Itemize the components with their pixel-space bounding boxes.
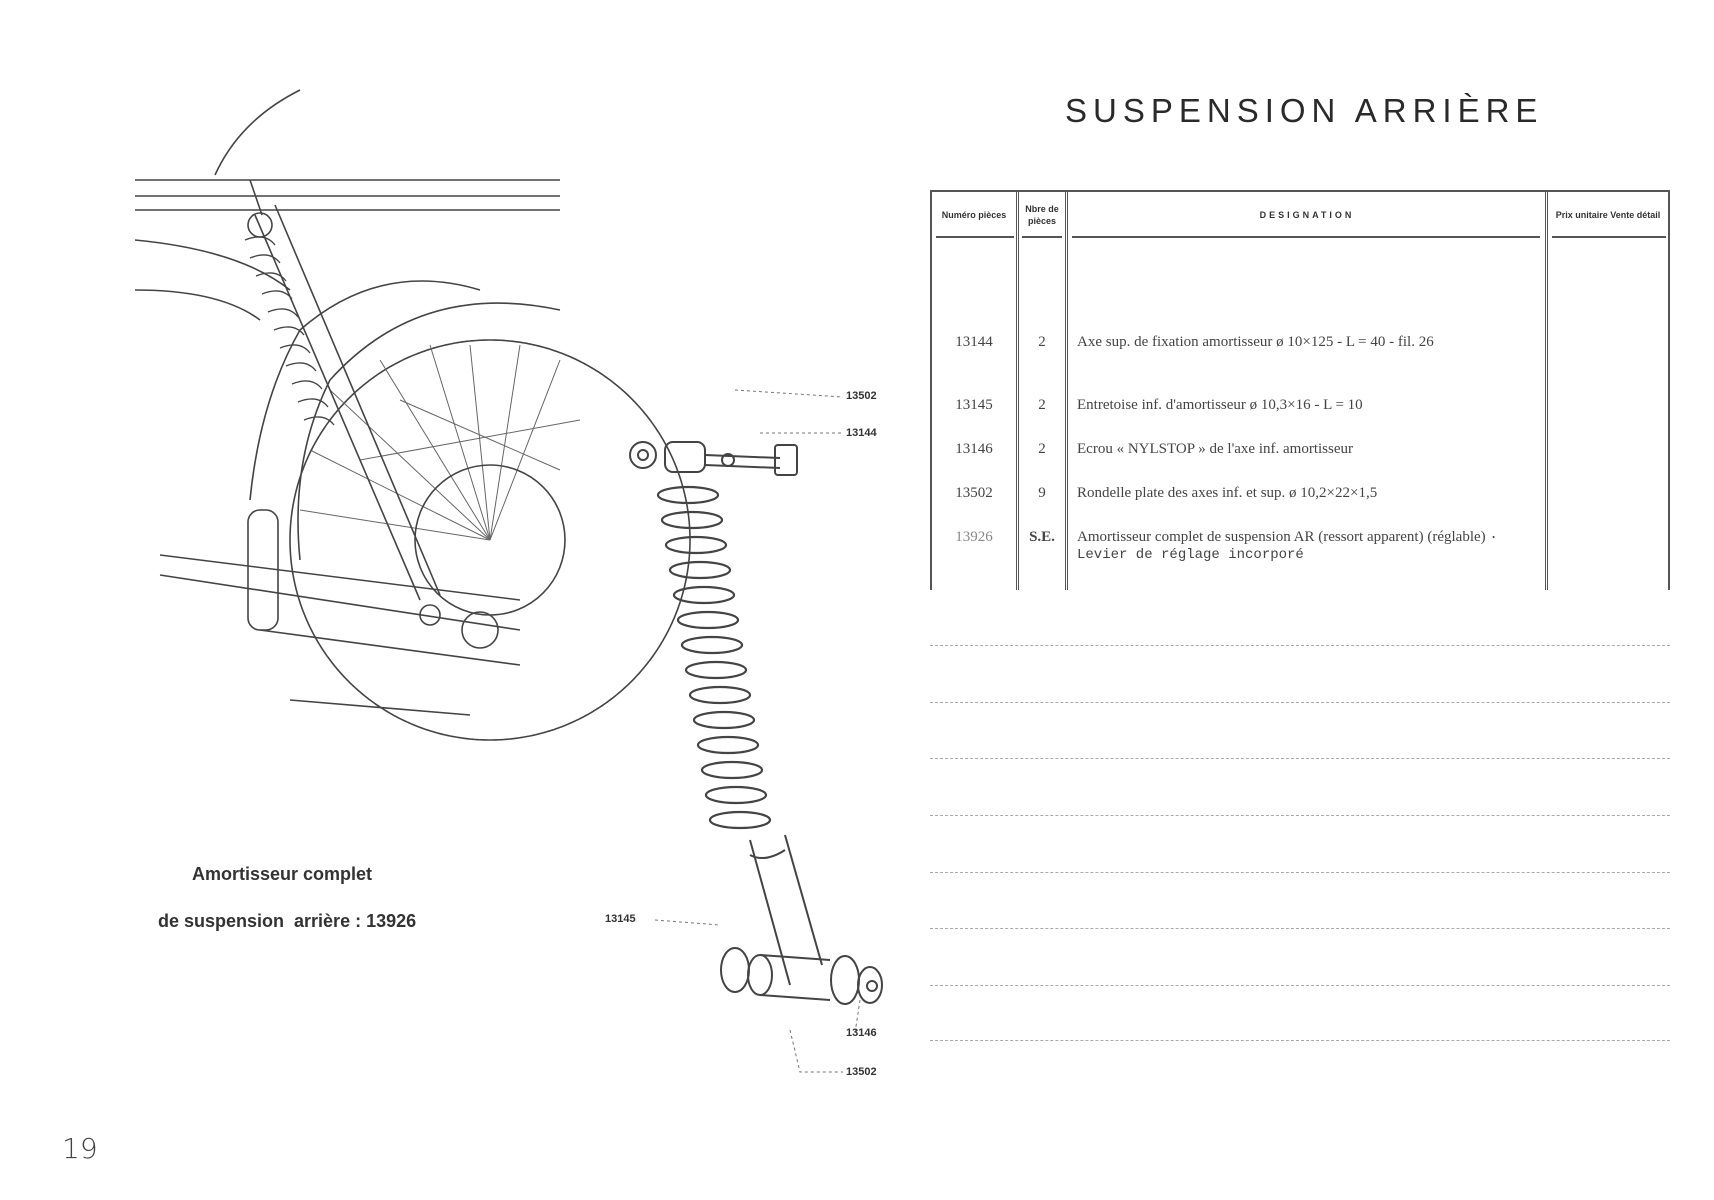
part-quantity: S.E. bbox=[1029, 529, 1055, 545]
parts-table: Numéro pièces Nbre de pièces DESIGNATION… bbox=[930, 190, 1670, 590]
page-number: 19 bbox=[62, 1132, 98, 1165]
part-number: 13146 bbox=[955, 441, 993, 457]
header-designation: DESIGNATION bbox=[1259, 210, 1355, 220]
header-part-number: Numéro pièces bbox=[941, 210, 1007, 220]
page-title: SUSPENSION ARRIÈRE bbox=[1065, 92, 1544, 129]
part-number: 13145 bbox=[955, 397, 993, 413]
part-quantity: 9 bbox=[1038, 485, 1046, 501]
designation-note: · Levier de réglage incorporé bbox=[1077, 530, 1498, 563]
caption-line-1: Amortisseur complet bbox=[192, 864, 373, 884]
part-number: 13502 bbox=[955, 485, 993, 501]
header-unit-price: Prix unitaire Vente détail bbox=[1555, 210, 1661, 220]
callout-label: 13144 bbox=[846, 427, 877, 439]
part-designation: Rondelle plate des axes inf. et sup. ø 1… bbox=[1077, 485, 1378, 501]
header-quantity: Nbre de pièces bbox=[1025, 204, 1059, 226]
motorcycle-frame-drawing bbox=[134, 89, 691, 741]
callout-label: 13502 bbox=[846, 1066, 877, 1078]
part-designation: Entretoise inf. d'amortisseur ø 10,3×16 … bbox=[1077, 397, 1363, 413]
part-designation: Axe sup. de fixation amortisseur ø 10×12… bbox=[1077, 334, 1434, 350]
part-designation: Amortisseur complet de suspension AR (re… bbox=[1077, 529, 1537, 563]
caption-line-2: de suspension arrière : 13926 bbox=[158, 911, 417, 931]
part-number: 13144 bbox=[955, 334, 993, 350]
part-quantity: 2 bbox=[1038, 334, 1046, 350]
callout-label: 13502 bbox=[846, 390, 877, 402]
part-quantity: 2 bbox=[1038, 397, 1046, 413]
rear-suspension-illustration bbox=[134, 89, 883, 1073]
callout-label: 13146 bbox=[846, 1027, 877, 1039]
part-number: 13926 bbox=[955, 529, 993, 545]
part-designation: Ecrou « NYLSTOP » de l'axe inf. amortiss… bbox=[1077, 441, 1353, 457]
shock-absorber-drawing bbox=[629, 441, 883, 1005]
part-quantity: 2 bbox=[1038, 441, 1046, 457]
designation-text: Amortisseur complet de suspension AR (re… bbox=[1077, 529, 1486, 545]
callout-label: 13145 bbox=[605, 913, 636, 925]
